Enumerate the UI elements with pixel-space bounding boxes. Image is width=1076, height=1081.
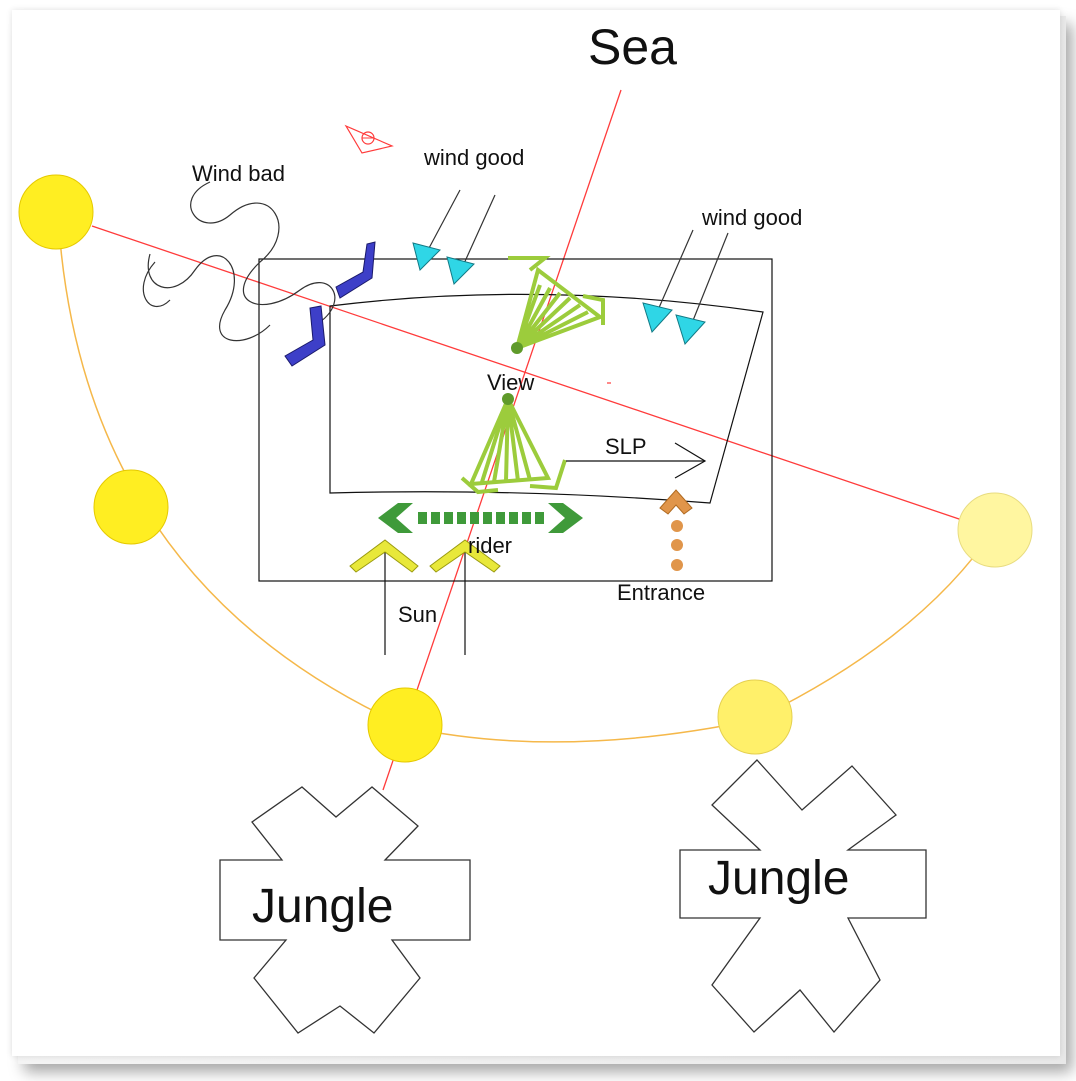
jungle-shape-right xyxy=(679,759,927,1034)
wind-bad-label: Wind bad xyxy=(192,161,285,186)
entrance-label: Entrance xyxy=(617,580,705,605)
jungle-left-label: Jungle xyxy=(252,880,393,933)
sun-positions xyxy=(18,174,1033,763)
slp-label: SLP xyxy=(605,434,647,459)
building-outline xyxy=(329,293,764,504)
sun-circle-5 xyxy=(957,492,1033,568)
view-fan-upper xyxy=(508,256,605,354)
sun-label: Sun xyxy=(398,602,437,627)
wind-bad-blockers xyxy=(284,241,376,367)
sun-diagonal-axis xyxy=(91,225,963,521)
wind-good-top xyxy=(412,189,496,285)
eye-mark-icon xyxy=(344,124,394,154)
wind-good-right xyxy=(642,229,729,345)
slp-arrow xyxy=(566,442,707,479)
sun-circle-3 xyxy=(367,687,443,763)
sun-circle-4 xyxy=(717,679,793,755)
view-label: View xyxy=(487,370,534,395)
rider-double-arrow xyxy=(378,503,583,533)
wind-good-right-label: wind good xyxy=(701,205,802,230)
entrance-arrow xyxy=(659,489,693,571)
wind-good-top-label: wind good xyxy=(423,145,524,170)
sun-path-arc xyxy=(57,213,996,743)
sea-label: Sea xyxy=(588,19,677,75)
wind-bad-squiggle xyxy=(142,181,336,342)
sun-arrows xyxy=(349,539,501,655)
jungle-right-label: Jungle xyxy=(708,852,849,905)
sun-circle-1 xyxy=(18,174,94,250)
view-fan-lower xyxy=(460,393,567,495)
jungle-shape-left xyxy=(219,786,471,1034)
sun-circle-2 xyxy=(93,469,169,545)
rider-label: rider xyxy=(468,533,512,558)
